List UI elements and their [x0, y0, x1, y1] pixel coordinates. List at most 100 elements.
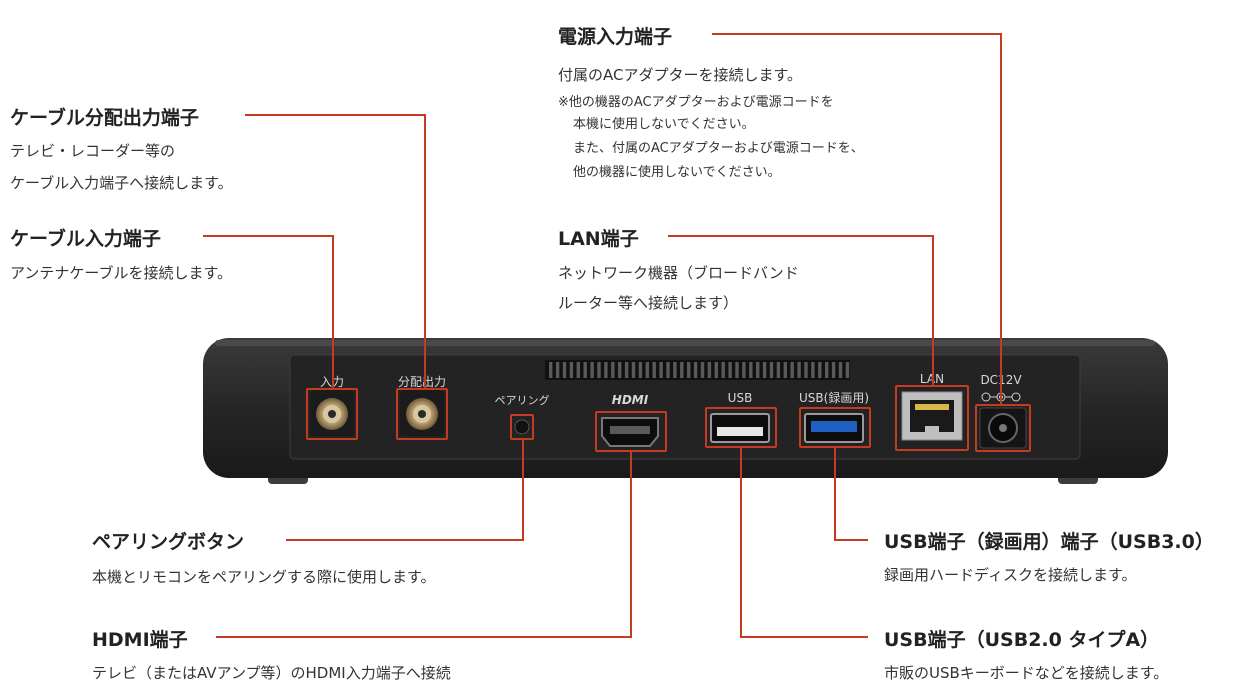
vent-slot — [652, 362, 656, 378]
hdmi-desc: テレビ（またはAVアンプ等）のHDMI入力端子へ接続 — [92, 664, 451, 682]
dc-jack — [979, 407, 1027, 449]
vent-slot — [700, 362, 705, 378]
f-connector-input — [310, 390, 354, 436]
vent-slot — [756, 362, 760, 378]
power-note-1: ※他の機器のACアダプターおよび電源コードを — [558, 95, 834, 110]
cable-in-title: ケーブル入力端子 — [10, 228, 161, 250]
highlight-split — [396, 388, 448, 440]
leader-usb3-h — [834, 539, 868, 541]
power-note-4: 他の機器に使用しないでください。 — [573, 165, 781, 180]
device-label-hdmi: HDMI — [612, 393, 649, 407]
usb2-desc: 市販のUSBキーボードなどを接続します。 — [884, 664, 1169, 682]
vent-slot — [624, 362, 629, 378]
vent-slot — [693, 362, 698, 378]
vent-slot — [645, 362, 649, 378]
lan-port — [901, 391, 963, 441]
vent-slot — [762, 362, 767, 378]
leader-usb-v — [740, 448, 742, 638]
vent-slot — [666, 362, 670, 378]
vent-slot — [790, 362, 794, 378]
cable-out-desc-2: ケーブル入力端子へ接続します。 — [10, 174, 233, 192]
device-label-usb-rec: USB(録画用) — [799, 390, 869, 405]
leader-cable-in-v — [332, 235, 334, 390]
vent-slot — [818, 362, 822, 378]
vent-slot — [687, 362, 691, 378]
usb3-desc: 録画用ハードディスクを接続します。 — [884, 566, 1137, 584]
leader-lan-v — [932, 235, 934, 387]
highlight-input — [306, 388, 358, 440]
power-title: 電源入力端子 — [558, 26, 673, 48]
usb3-port — [804, 413, 864, 443]
leader-power-h — [712, 33, 1002, 35]
vent-slot — [673, 362, 677, 378]
power-desc: 付属のACアダプターを接続します。 — [558, 66, 802, 84]
vent-slot — [569, 362, 574, 378]
vent-slots — [549, 362, 850, 378]
vent-slot — [597, 362, 601, 378]
cable-out-title: ケーブル分配出力端子 — [10, 107, 199, 129]
vent-slot — [735, 362, 739, 378]
leader-hdmi-v — [630, 452, 632, 638]
vent-slot — [714, 362, 718, 378]
vent-slot — [825, 362, 829, 378]
vent-slot — [811, 362, 815, 378]
leader-pairing-h — [286, 539, 524, 541]
f-connector-split — [400, 390, 444, 436]
vent-slot — [618, 362, 622, 378]
power-note-2: 本機に使用しないでください。 — [573, 117, 755, 132]
vent-slot — [590, 362, 594, 378]
vent-slot — [576, 362, 580, 378]
highlight-usb — [705, 407, 777, 448]
leader-hdmi-h — [216, 636, 632, 638]
vent-slot — [783, 362, 787, 378]
highlight-lan — [895, 385, 969, 451]
leader-cable-out-v — [424, 114, 426, 390]
vent-slot — [749, 362, 753, 378]
highlight-pairing — [510, 414, 534, 440]
vent-slot — [555, 362, 560, 378]
vent-slot — [583, 362, 587, 378]
leader-power-v — [1000, 33, 1002, 406]
highlight-dc — [975, 404, 1031, 452]
pairing-button-hole — [514, 419, 530, 435]
vent-slot — [797, 362, 801, 378]
highlight-hdmi — [595, 411, 667, 452]
device-label-usb: USB — [728, 391, 753, 405]
leader-usb-h — [740, 636, 868, 638]
pairing-title: ペアリングボタン — [92, 531, 245, 553]
vent-slot — [845, 362, 850, 378]
vent-slot — [631, 362, 636, 378]
vent-slot — [549, 362, 553, 378]
usb2-title: USB端子（USB2.0 タイプA） — [884, 629, 1160, 651]
vent-slot — [707, 362, 712, 378]
highlight-usb3 — [799, 407, 871, 448]
leader-usb3-v — [834, 448, 836, 541]
vent-slot — [604, 362, 608, 378]
vent-slot — [611, 362, 615, 378]
lan-desc-2: ルーター等へ接続します） — [558, 294, 739, 312]
vent-slot — [638, 362, 643, 378]
pairing-desc: 本機とリモコンをペアリングする際に使用します。 — [92, 568, 436, 586]
cable-in-desc: アンテナケーブルを接続します。 — [10, 264, 233, 282]
cable-out-desc-1: テレビ・レコーダー等の — [10, 142, 176, 160]
vent-slot — [769, 362, 774, 378]
hdmi-title: HDMI端子 — [92, 629, 188, 651]
vent-slot — [838, 362, 843, 378]
vent-slot — [728, 362, 732, 378]
hdmi-port — [601, 417, 659, 447]
device-panel — [289, 354, 1081, 460]
vent-slot — [742, 362, 746, 378]
vent-slot — [776, 362, 781, 378]
usb-port — [710, 413, 770, 443]
lan-title: LAN端子 — [558, 228, 639, 250]
vent-slot — [680, 362, 684, 378]
device-label-pairing: ペアリング — [495, 393, 550, 407]
vent-slot — [659, 362, 663, 378]
leader-cable-out-h — [245, 114, 426, 116]
leader-pairing-v — [522, 440, 524, 541]
power-note-3: また、付属のACアダプターおよび電源コードを、 — [573, 141, 864, 156]
vent-slot — [721, 362, 725, 378]
lan-desc-1: ネットワーク機器（ブロードバンド — [558, 264, 799, 282]
leader-cable-in-h — [203, 235, 334, 237]
